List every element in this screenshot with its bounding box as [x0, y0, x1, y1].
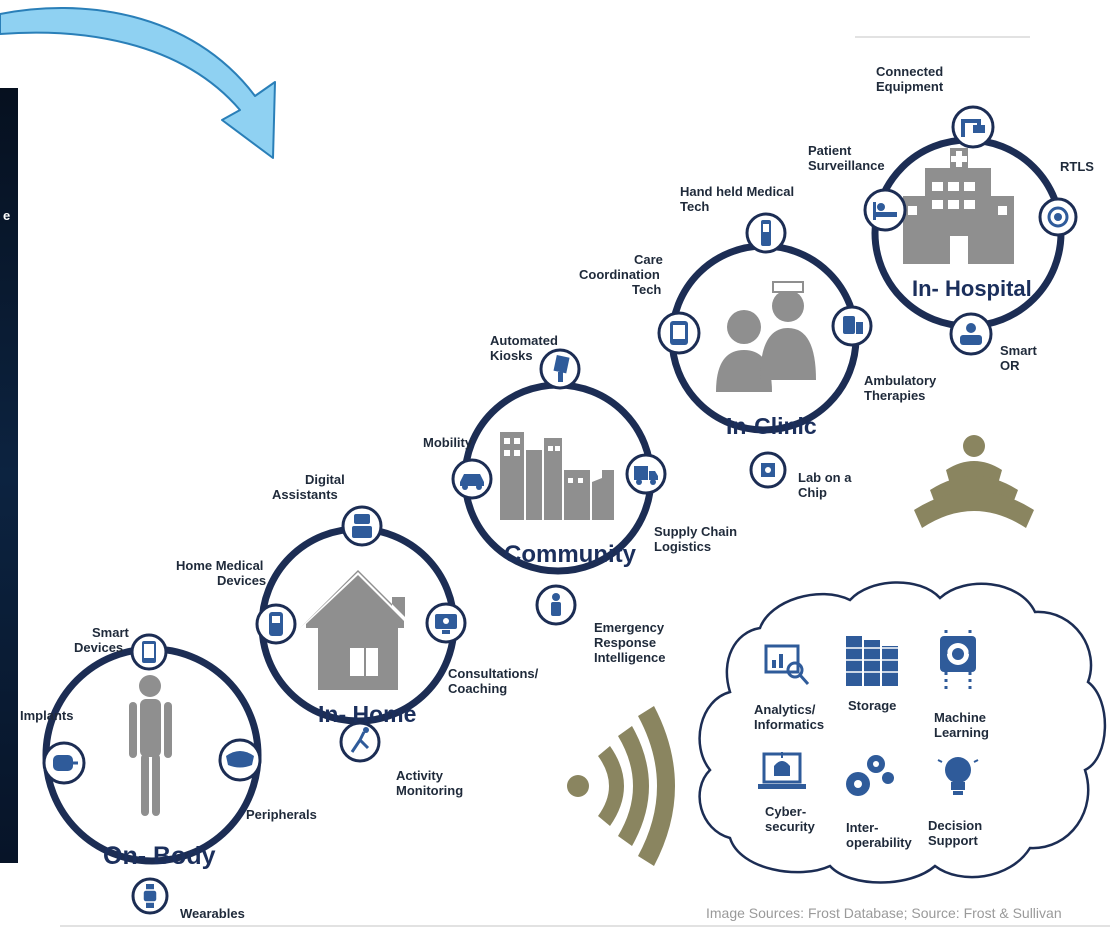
- implant-icon: [42, 741, 86, 785]
- rtls-icon: [1038, 197, 1078, 237]
- wifi-signal-icon: [914, 435, 1034, 528]
- side-panel: e: [0, 88, 18, 863]
- stage-title: In- Hospital: [912, 276, 1032, 301]
- glucometer-icon: [255, 603, 297, 645]
- truck-icon: [625, 453, 667, 495]
- doctor-nurse-icon: [716, 281, 816, 392]
- human-figure-icon: [129, 675, 172, 816]
- peripheral-icon: [218, 738, 262, 782]
- node-label: Implants: [20, 708, 73, 723]
- source-caption: Image Sources: Frost Database; Source: F…: [706, 905, 1062, 921]
- stage-title: Community: [504, 541, 637, 568]
- hospital-building-icon: [903, 148, 1014, 264]
- infusion-icon: [831, 305, 873, 347]
- responder-icon: [535, 584, 577, 626]
- patient-bed-icon: [863, 188, 907, 232]
- lightbulb-icon: [937, 757, 979, 795]
- analytics-icon: [764, 644, 810, 685]
- chip-brain-icon: [940, 630, 976, 690]
- cloud-label: Inter-operability: [846, 820, 913, 850]
- stage-title: On- Body: [103, 842, 216, 870]
- robot-icon: [341, 505, 383, 547]
- kiosk-icon: [539, 348, 581, 390]
- smart-device-icon: [130, 633, 168, 671]
- chip-icon: [749, 451, 787, 489]
- side-panel-char: e: [3, 208, 10, 223]
- equipment-arm-icon: [951, 105, 995, 149]
- node-label: Wearables: [180, 906, 245, 921]
- handheld-device-icon: [745, 212, 787, 254]
- node-label: RTLS: [1060, 159, 1094, 174]
- node-label: Peripherals: [246, 807, 317, 822]
- video-consult-icon: [425, 602, 467, 644]
- cloud-label: Analytics/Informatics: [754, 702, 824, 732]
- node-label: Consultations/Coaching: [448, 666, 539, 696]
- cloud-label: Cyber-security: [765, 804, 816, 834]
- alarm-icon: [758, 752, 806, 789]
- surgeon-icon: [949, 312, 993, 356]
- cloud-label: Storage: [848, 698, 896, 713]
- house-icon: [300, 570, 405, 690]
- tablet-icon: [657, 311, 701, 355]
- city-skyline-icon: [500, 432, 614, 520]
- stage-title: In- Home: [318, 701, 416, 727]
- car-icon: [451, 458, 493, 500]
- storage-icon: [846, 636, 898, 686]
- stage-title: In-Clinic: [726, 413, 817, 439]
- wireless-waves-icon: [567, 706, 675, 866]
- gears-icon: [846, 755, 894, 796]
- node-label: Mobility: [423, 435, 473, 450]
- wearable-icon: [131, 877, 169, 915]
- curved-arrow: [0, 6, 276, 159]
- falling-person-icon: [339, 721, 381, 763]
